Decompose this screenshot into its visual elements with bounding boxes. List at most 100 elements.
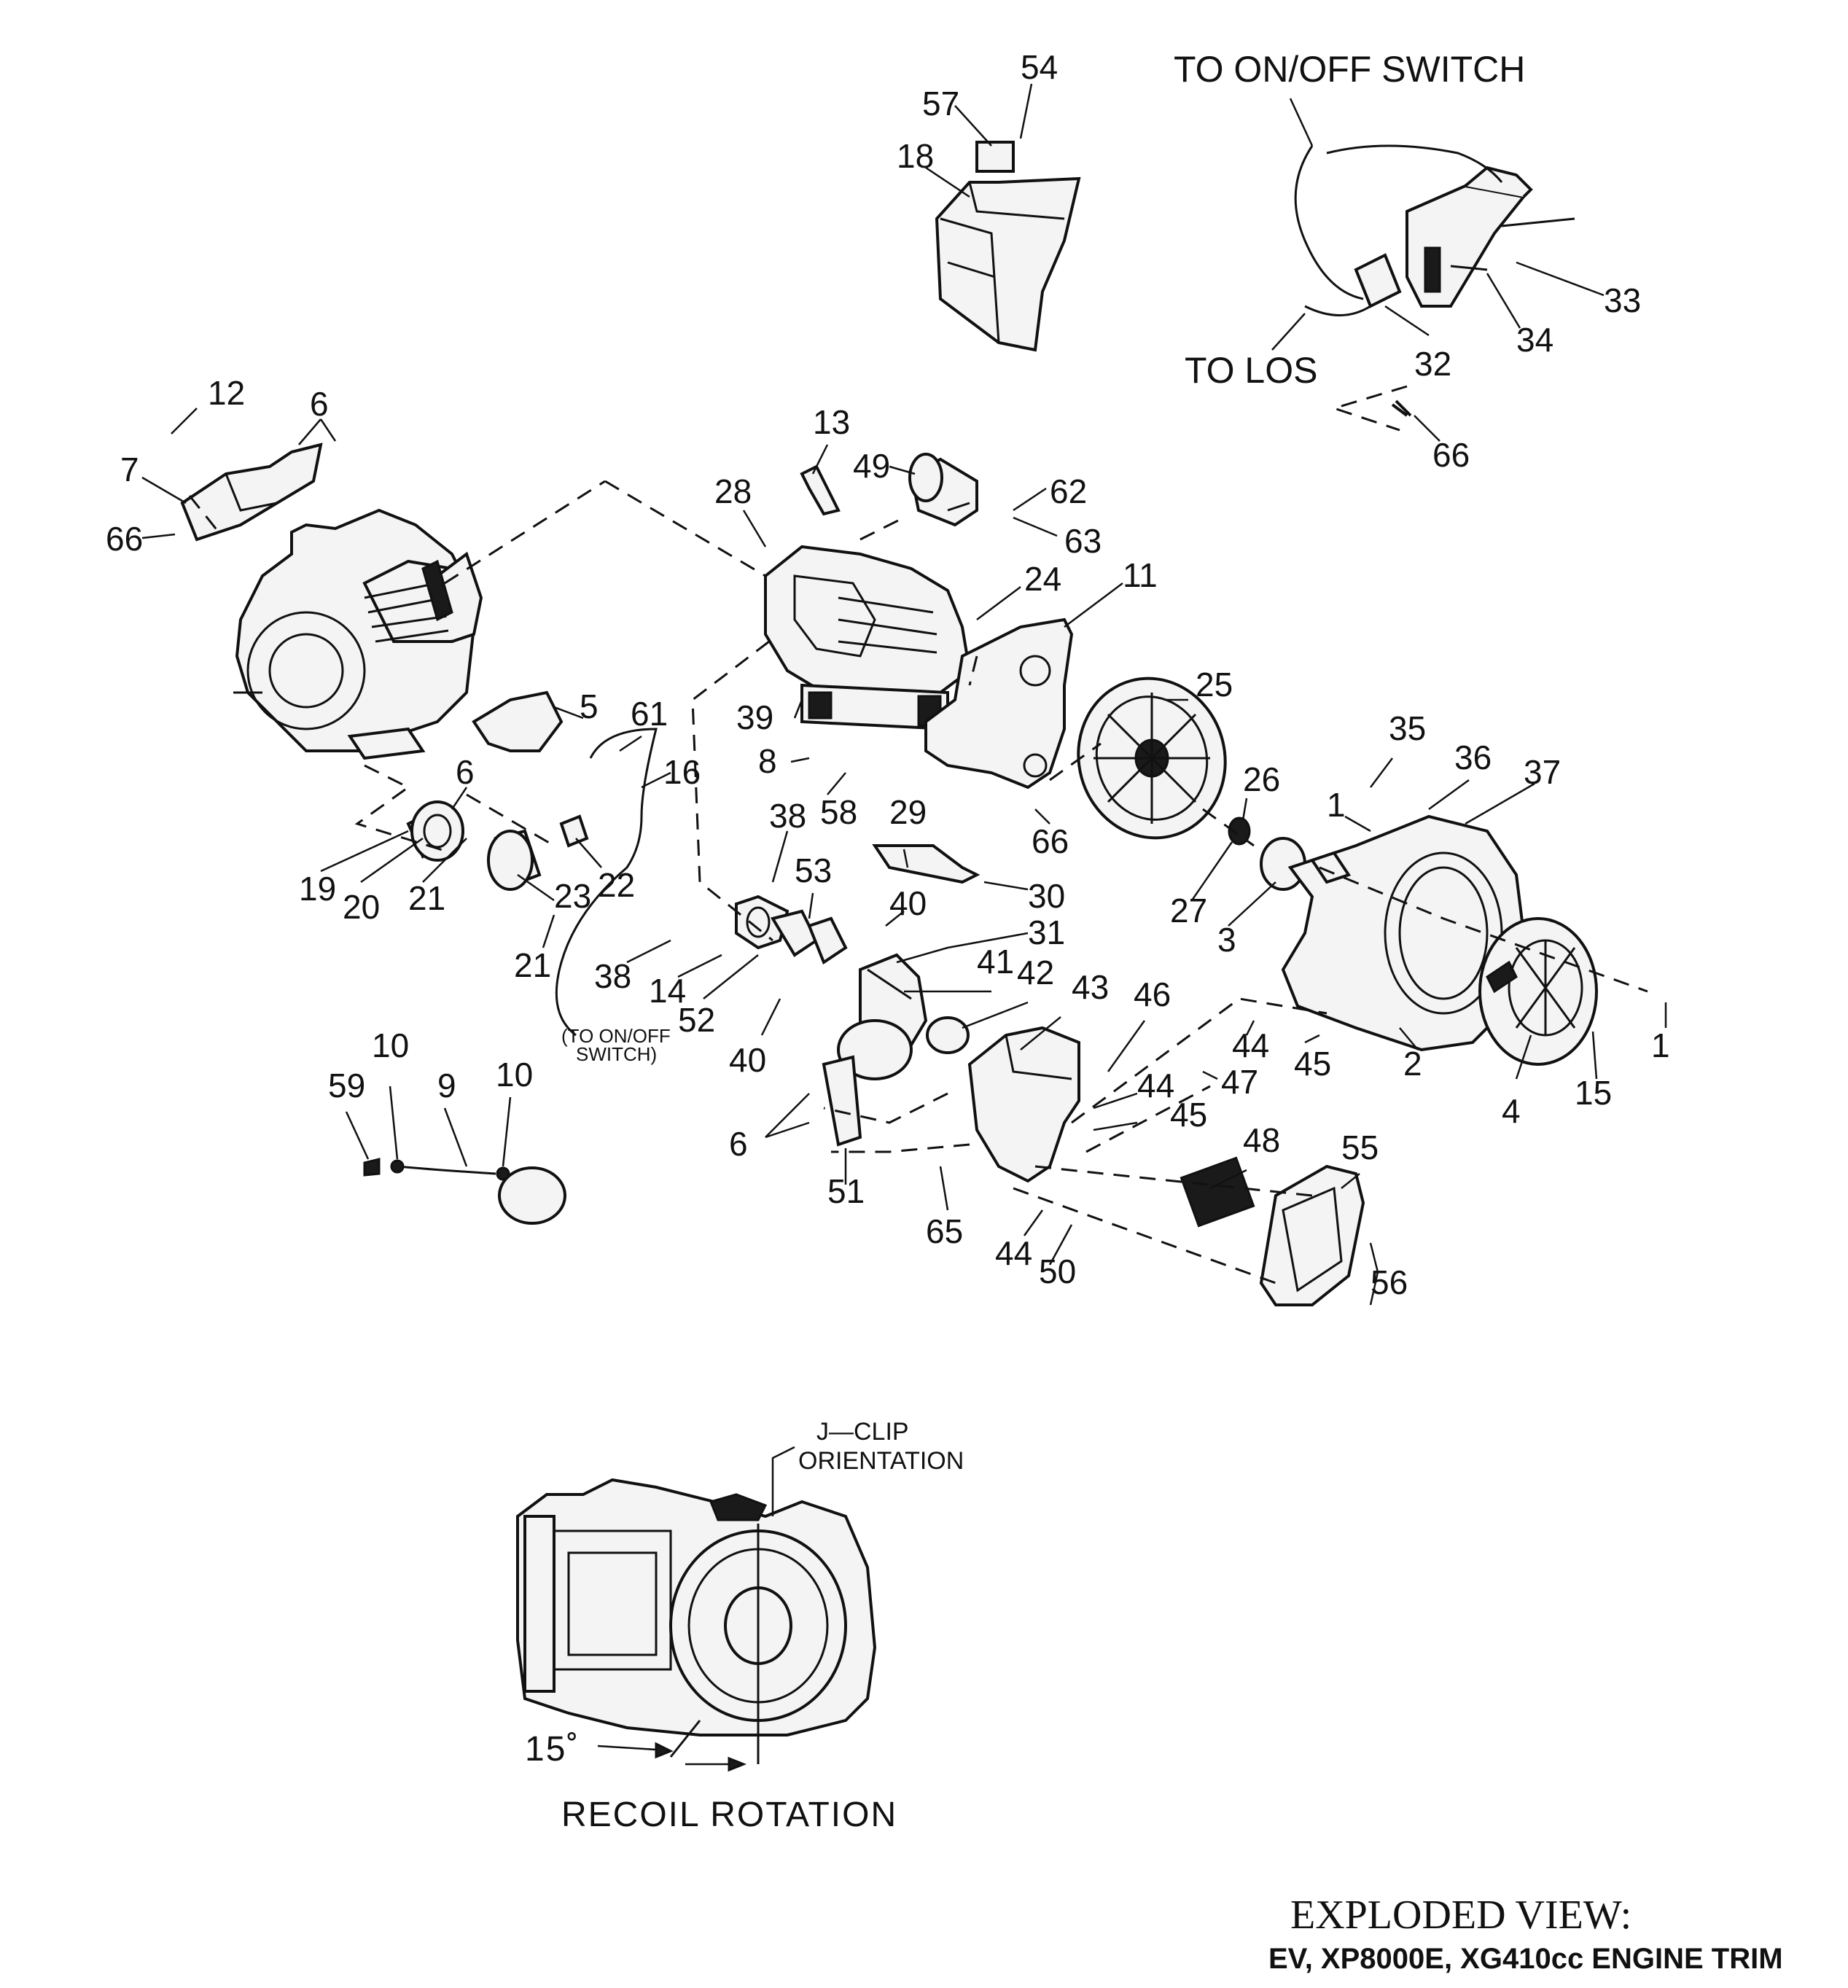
engine-block-part — [233, 508, 483, 760]
air-cleaner-cover-part — [1259, 1164, 1365, 1306]
callout-43: 43 — [1072, 968, 1109, 1006]
callout-12: 12 — [208, 374, 245, 412]
callout-23: 23 — [554, 877, 591, 915]
callout-37: 37 — [1524, 753, 1561, 791]
callout-52: 52 — [678, 1001, 715, 1039]
title-line-2: EV, XP8000E, XG410cc ENGINE TRIM — [1268, 1943, 1783, 1975]
recoil-rotation-label: RECOIL ROTATION — [561, 1796, 897, 1834]
callout-59: 59 — [328, 1067, 365, 1104]
callout-28: 28 — [714, 472, 752, 510]
callout-22: 22 — [598, 866, 635, 904]
callout-45-b: 45 — [1170, 1096, 1207, 1134]
callout-19: 19 — [299, 870, 336, 908]
callout-40-lower: 40 — [729, 1041, 766, 1079]
callout-6-mid: 6 — [456, 753, 475, 791]
callout-42: 42 — [1017, 954, 1054, 991]
callout-56: 56 — [1371, 1263, 1408, 1301]
callout-49: 49 — [853, 447, 890, 485]
air-filter-element-part — [1180, 1156, 1255, 1228]
callout-10-right: 10 — [496, 1056, 533, 1094]
angle-arrowhead-left — [655, 1742, 674, 1759]
callout-9: 9 — [437, 1067, 456, 1104]
callout-47: 47 — [1221, 1063, 1258, 1101]
callout-31: 31 — [1028, 913, 1065, 951]
leader-lines — [141, 83, 1667, 1306]
callout-4: 4 — [1502, 1092, 1521, 1130]
choke-bracket-part — [872, 844, 980, 884]
callout-35: 35 — [1389, 709, 1426, 747]
callout-51: 51 — [827, 1172, 865, 1210]
fuel-filter-assembly-part — [406, 800, 589, 891]
callout-36: 36 — [1454, 738, 1492, 776]
callout-27: 27 — [1170, 892, 1207, 929]
jclip-leader — [771, 1446, 795, 1516]
callout-18: 18 — [897, 137, 934, 175]
angle-label: 15˚ — [525, 1730, 580, 1769]
callout-11: 11 — [1123, 556, 1158, 594]
callout-labels: 54 57 18 33 34 32 66 12 6 7 66 13 49 62 … — [106, 48, 1670, 1301]
callout-39: 39 — [736, 698, 773, 736]
assembly-dashed-lines — [188, 385, 1648, 1285]
flywheel-shroud-part — [924, 617, 1074, 790]
callout-29: 29 — [889, 793, 927, 831]
callout-13: 13 — [813, 403, 850, 441]
callout-6-top: 6 — [310, 385, 329, 423]
blower-housing-part — [1281, 814, 1526, 1052]
bracket-51-part — [822, 1055, 862, 1147]
callout-2: 2 — [1403, 1045, 1422, 1083]
jclip-label-line2: ORIENTATION — [798, 1447, 964, 1475]
fuel-line-part — [363, 1158, 566, 1225]
callout-38-lower: 38 — [594, 957, 631, 995]
angle-arrow — [597, 1745, 729, 1766]
bracket-13-part — [800, 464, 841, 516]
upper-shroud-bracket-part — [935, 141, 1081, 352]
wire-16-part — [555, 728, 658, 1037]
callout-14: 14 — [649, 972, 686, 1010]
jclip-label-line1: J—CLIP — [816, 1418, 909, 1446]
callout-48: 48 — [1243, 1121, 1280, 1159]
callout-63: 63 — [1064, 522, 1102, 560]
angle-arrowhead-right — [728, 1756, 747, 1772]
callout-32: 32 — [1414, 345, 1451, 383]
callout-8: 8 — [758, 742, 777, 780]
callout-57: 57 — [922, 85, 959, 122]
callout-24: 24 — [1024, 560, 1061, 598]
callout-34: 34 — [1516, 321, 1553, 359]
heat-shield-part — [472, 690, 564, 752]
carb-spacer-part — [735, 894, 848, 965]
callout-3: 3 — [1217, 921, 1236, 959]
recoil-starter-part — [1478, 917, 1598, 1066]
callout-30: 30 — [1028, 877, 1065, 915]
callout-55: 55 — [1341, 1129, 1379, 1166]
callout-16: 16 — [663, 753, 701, 791]
note-to-on-off-switch-small-2: SWITCH) — [576, 1043, 657, 1065]
callout-38-top: 38 — [769, 797, 806, 835]
callout-33: 33 — [1604, 281, 1641, 319]
callout-7: 7 — [120, 451, 139, 488]
callout-6-lower: 6 — [729, 1125, 748, 1163]
callout-45-a: 45 — [1294, 1045, 1331, 1083]
callout-10-left: 10 — [372, 1026, 409, 1064]
callout-40-top: 40 — [889, 884, 927, 922]
carb-gasket-part — [926, 1016, 970, 1054]
callout-26: 26 — [1243, 760, 1280, 798]
callout-46: 46 — [1134, 975, 1171, 1013]
callout-53: 53 — [795, 851, 832, 889]
callout-44-a: 44 — [1232, 1026, 1269, 1064]
callout-21-upper: 21 — [408, 879, 445, 917]
recoil-rotation-inset — [516, 1478, 877, 1764]
flywheel-part — [1077, 677, 1227, 840]
callout-25: 25 — [1196, 666, 1233, 703]
callout-62: 62 — [1050, 472, 1087, 510]
callout-65: 65 — [926, 1212, 963, 1250]
callout-50: 50 — [1039, 1252, 1076, 1290]
note-to-los: TO LOS — [1185, 350, 1317, 391]
carburetor-part — [837, 953, 928, 1080]
starter-motor-part — [908, 453, 978, 527]
callout-21-lower: 21 — [514, 946, 551, 984]
callout-66-top: 66 — [1432, 436, 1470, 474]
callout-66-mid: 66 — [1032, 822, 1069, 860]
bracket-7-part — [180, 443, 323, 542]
callout-66-left: 66 — [106, 520, 143, 558]
